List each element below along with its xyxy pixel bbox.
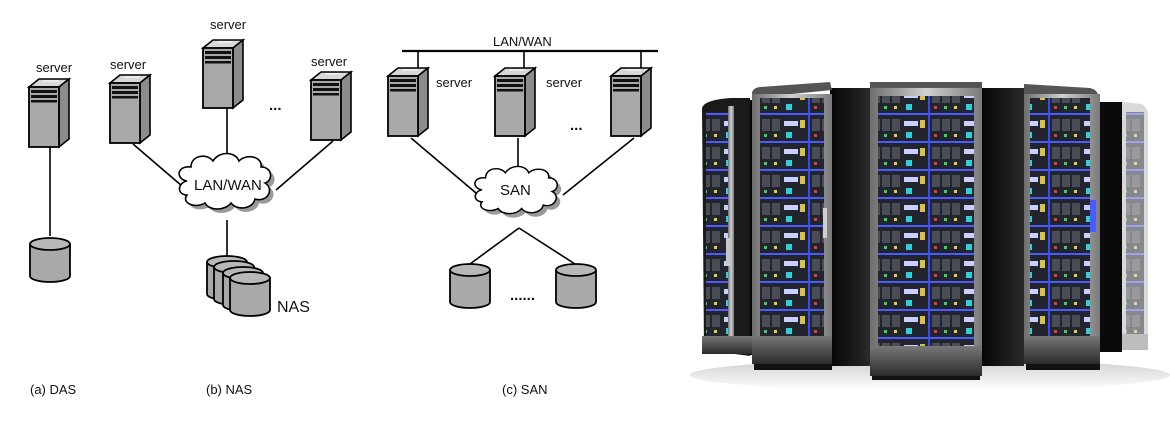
nas-storage-label: NAS xyxy=(277,299,310,316)
das-server-label: server xyxy=(36,60,73,75)
san-network-label: SAN xyxy=(500,182,531,199)
nas-server-icon-2 xyxy=(202,39,244,109)
nas-storage-icon xyxy=(206,255,271,317)
rack-far-right xyxy=(1100,102,1148,352)
nas-network-label: LAN/WAN xyxy=(194,177,262,194)
san-server-icon-1 xyxy=(387,67,429,137)
san-disk-icon-2 xyxy=(555,263,597,309)
server-racks-photo xyxy=(690,82,1170,390)
das-server-icon xyxy=(28,78,70,148)
san-panel: LAN/WAN server server ... SAN ...... (c)… xyxy=(387,34,658,397)
das-caption: (a) DAS xyxy=(30,382,77,397)
san-server-icon-3 xyxy=(610,67,652,137)
nas-server-icon-1 xyxy=(109,74,151,144)
san-disk-icon-1 xyxy=(449,263,491,309)
das-panel: server (a) DAS xyxy=(28,60,77,397)
nas-server-label-3: server xyxy=(311,54,348,69)
san-storage-ellipsis: ...... xyxy=(510,287,535,304)
san-bus-label: LAN/WAN xyxy=(493,34,552,49)
rack-center xyxy=(870,82,982,380)
rack-right xyxy=(982,84,1100,370)
san-caption: (c) SAN xyxy=(502,382,548,397)
das-disk-icon xyxy=(29,237,71,283)
nas-panel: server server server ... LAN/WAN NAS (b)… xyxy=(109,17,352,397)
nas-ellipsis: ... xyxy=(269,97,282,114)
rack-left xyxy=(752,82,870,370)
nas-server-label-1: server xyxy=(110,57,147,72)
nas-server-label-2: server xyxy=(210,17,247,32)
nas-caption: (b) NAS xyxy=(206,382,253,397)
storage-architecture-diagram: server (a) DAS server server server ... … xyxy=(28,17,658,397)
san-server-icon-2 xyxy=(494,67,536,137)
san-server-label-1: server xyxy=(436,75,473,90)
san-server-ellipsis: ... xyxy=(570,117,583,134)
san-server-label-2: server xyxy=(546,75,583,90)
nas-server-icon-3 xyxy=(310,71,352,141)
